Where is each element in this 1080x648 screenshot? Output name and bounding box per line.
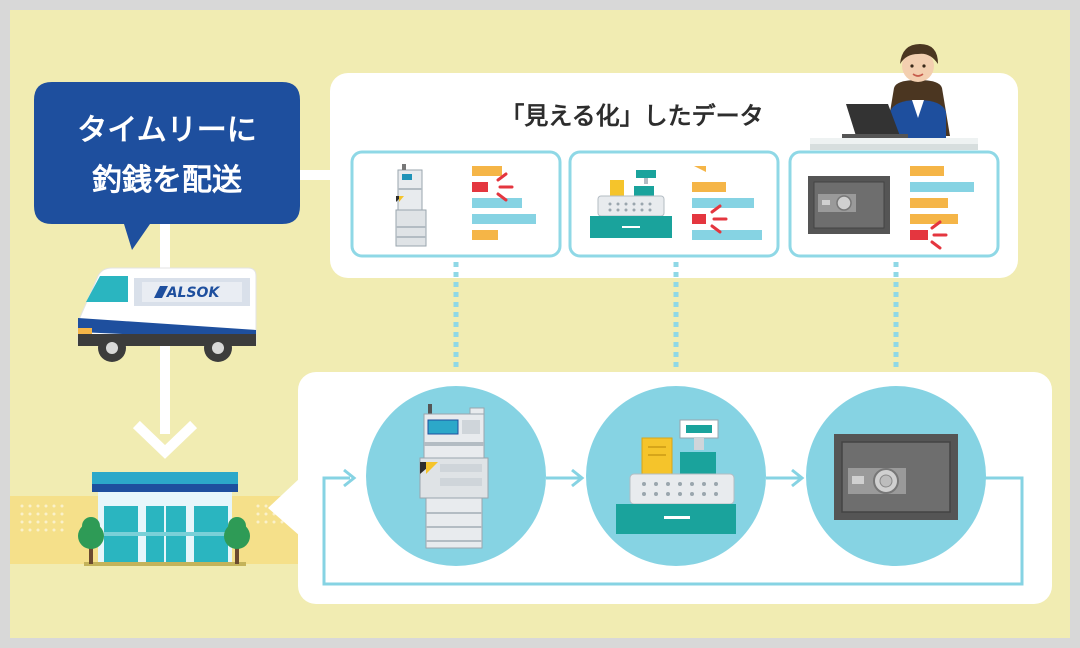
alert-mark: [496, 172, 514, 202]
store-building-icon: [84, 472, 246, 566]
data-card-safe: [788, 150, 1000, 258]
tree-left-icon: [78, 517, 104, 564]
bar-blue: [692, 230, 762, 240]
data-link-lines: [453, 262, 899, 388]
data-card-change-machine: [350, 150, 562, 258]
change-machine-icon: [366, 386, 546, 566]
bar-blue: [910, 182, 974, 192]
tree-right-icon: [224, 517, 250, 564]
data-card-cash-register: [568, 150, 780, 258]
alert-mark: [710, 204, 728, 234]
data-panel-title: 「見える化」したデータ: [500, 102, 763, 130]
laptop-icon: [842, 104, 908, 140]
bar-orange: [472, 166, 502, 176]
bar-orange: [910, 198, 948, 208]
bar-blue: [692, 198, 754, 208]
van-logo: ALSOK: [166, 285, 221, 301]
desk: [810, 138, 978, 150]
bar-red: [472, 182, 488, 192]
delivery-van-icon: ALSOK: [77, 267, 257, 362]
bubble-line-2: 釣銭を配送: [92, 163, 242, 198]
bar-orange: [910, 166, 944, 176]
safe-icon: [806, 386, 986, 566]
bar-orange: [910, 214, 958, 224]
alert-mark: [930, 220, 948, 250]
bar-red: [692, 214, 706, 224]
bubble-line-1: タイムリーに: [77, 113, 256, 148]
bar-orange-tab: [694, 166, 706, 172]
bubble-connector: [296, 170, 336, 180]
change-machine-small-icon: [395, 164, 427, 247]
bar-blue: [472, 198, 522, 208]
cycle-loop: [322, 468, 1024, 586]
bar-orange: [692, 182, 726, 192]
safe-small-icon: [808, 176, 890, 234]
cash-register-small-icon: [590, 170, 672, 238]
operator-woman-icon: [886, 44, 950, 140]
speech-bubble: タイムリーに 釣銭を配送: [34, 82, 300, 250]
bar-orange: [472, 230, 498, 240]
bar-blue: [472, 214, 536, 224]
bar-red: [910, 230, 928, 240]
cash-register-icon: [586, 386, 766, 566]
